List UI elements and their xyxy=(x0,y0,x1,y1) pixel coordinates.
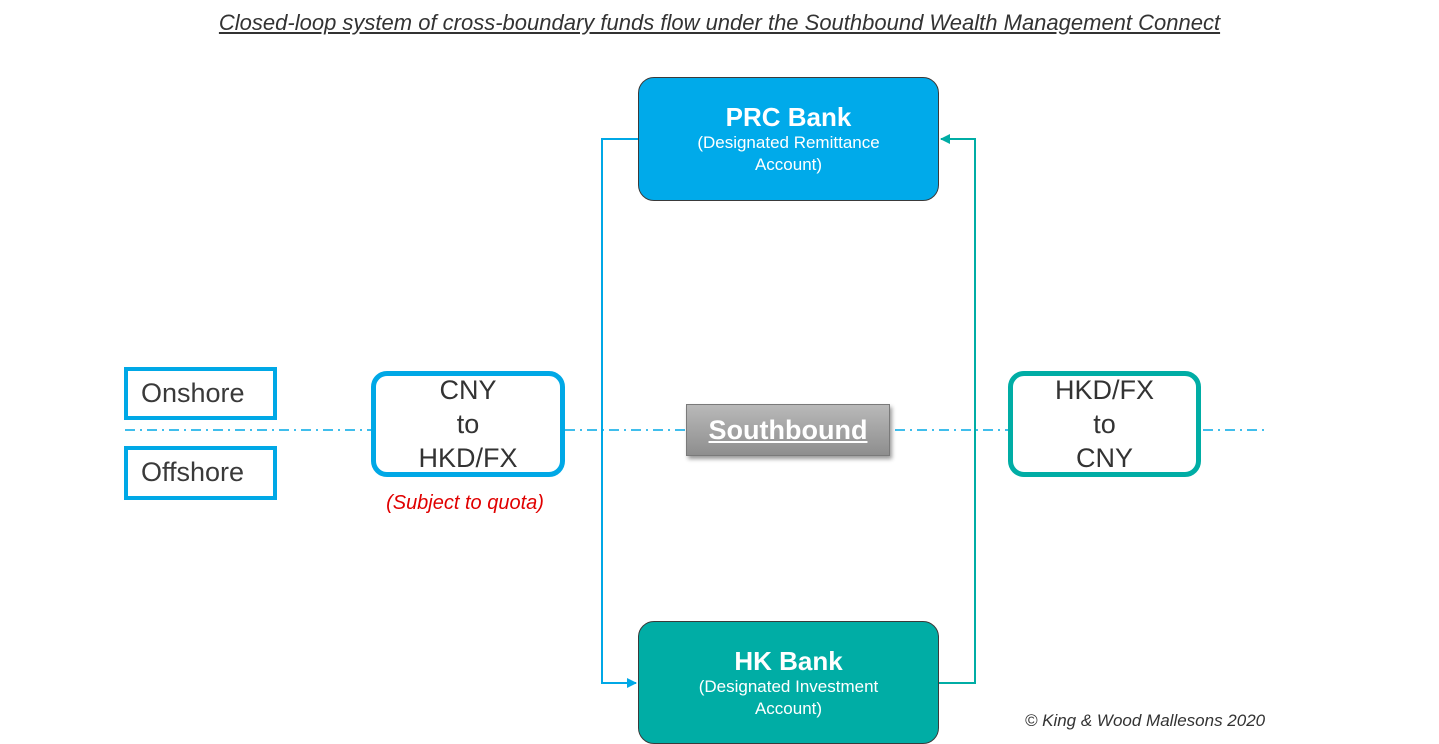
conversion-line: CNY xyxy=(439,375,497,405)
conversion-line: CNY xyxy=(1075,443,1133,473)
conversion-line: to xyxy=(456,409,480,439)
conversion-line: to xyxy=(1093,409,1116,439)
outbound-flow-line xyxy=(601,138,638,688)
prc-bank-subtitle: (Designated Remittance Account) xyxy=(697,133,880,174)
hk-bank-subtitle: (Designated Investment Account) xyxy=(698,676,879,718)
prc-bank-box: PRC Bank (Designated Remittance Account) xyxy=(638,77,939,201)
conversion-line: HKD/FX xyxy=(418,443,518,473)
quota-note: (Subject to quota) xyxy=(386,492,544,514)
inbound-flow-line xyxy=(939,134,976,684)
prc-bank-name: PRC Bank xyxy=(725,102,852,132)
hk-bank-box: HK Bank (Designated Investment Account) xyxy=(638,621,939,744)
copyright-notice: © King & Wood Mallesons 2020 xyxy=(1024,711,1266,730)
offshore-label: Offshore xyxy=(124,446,277,500)
hkd-to-cny-conversion-box: HKD/FX to CNY xyxy=(1008,371,1201,477)
diagram-title: Closed-loop system of cross-boundary fun… xyxy=(218,10,1221,35)
onshore-label: Onshore xyxy=(124,367,277,420)
hk-bank-name: HK Bank xyxy=(734,645,843,676)
conversion-line: HKD/FX xyxy=(1054,375,1154,405)
cny-to-hkd-conversion-box: CNY to HKD/FX xyxy=(371,371,565,477)
southbound-label: Southbound xyxy=(686,404,890,456)
